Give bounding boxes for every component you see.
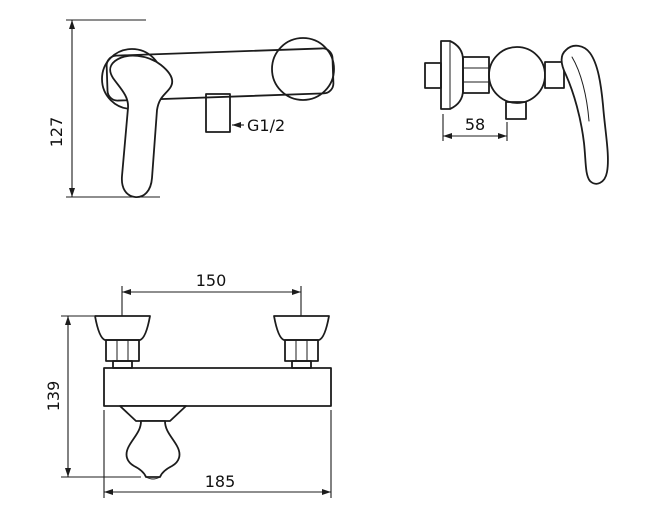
side-view: 58: [424, 40, 609, 185]
arrowhead-left: [443, 133, 452, 139]
mixer-body: [105, 47, 335, 102]
arrowhead-right: [322, 489, 331, 495]
dimension-label-spacing: 150: [196, 271, 227, 290]
valve-body-circle: [488, 46, 546, 104]
left-escutcheon: [94, 315, 151, 341]
arrowhead-right: [292, 289, 301, 295]
lever-handle-side: [560, 44, 609, 185]
lever-contour-line: [571, 56, 590, 122]
hex-nut: [462, 56, 490, 94]
plan-view: 150 139 185: [44, 271, 332, 498]
shower-outlet-port: [205, 93, 231, 133]
lever-handle: [109, 54, 174, 198]
dimension-150: 150: [121, 271, 302, 316]
dimension-127: 127: [47, 19, 160, 198]
dimension-185: 185: [103, 410, 332, 498]
arrowhead-down: [69, 188, 75, 197]
handle-bell-rim: [145, 476, 161, 480]
outlet-port-side: [505, 101, 527, 120]
front-view: 127 G1/2: [47, 19, 335, 198]
arrowhead-down: [65, 468, 71, 477]
dimension-label-height: 139: [44, 381, 63, 412]
right-escutcheon: [273, 315, 330, 341]
left-hex-nut: [105, 339, 140, 362]
wall-connector: [424, 62, 442, 89]
right-wall-flange-circle: [271, 37, 335, 101]
handle-bell: [125, 420, 181, 478]
dimension-label-width: 185: [205, 472, 236, 491]
arrowhead-up: [65, 316, 71, 325]
handle-base: [119, 405, 187, 422]
dimension-139: 139: [44, 315, 141, 478]
right-hex-nut: [284, 339, 319, 362]
thread-callout: G1/2: [232, 116, 285, 135]
arrowhead-right: [498, 133, 507, 139]
arrowhead-left: [232, 122, 241, 128]
arrowhead-left: [122, 289, 131, 295]
lever-hub: [544, 61, 565, 89]
arrowhead-left: [104, 489, 113, 495]
dimension-label-height: 127: [47, 117, 66, 148]
dimension-58: 58: [442, 114, 508, 141]
arrowhead-up: [69, 20, 75, 29]
dimension-label-depth: 58: [465, 115, 485, 134]
right-neck: [291, 360, 312, 369]
wall-escutcheon: [440, 40, 464, 110]
thread-label: G1/2: [247, 116, 285, 135]
left-neck: [112, 360, 133, 369]
mixer-body-front: [103, 367, 332, 407]
